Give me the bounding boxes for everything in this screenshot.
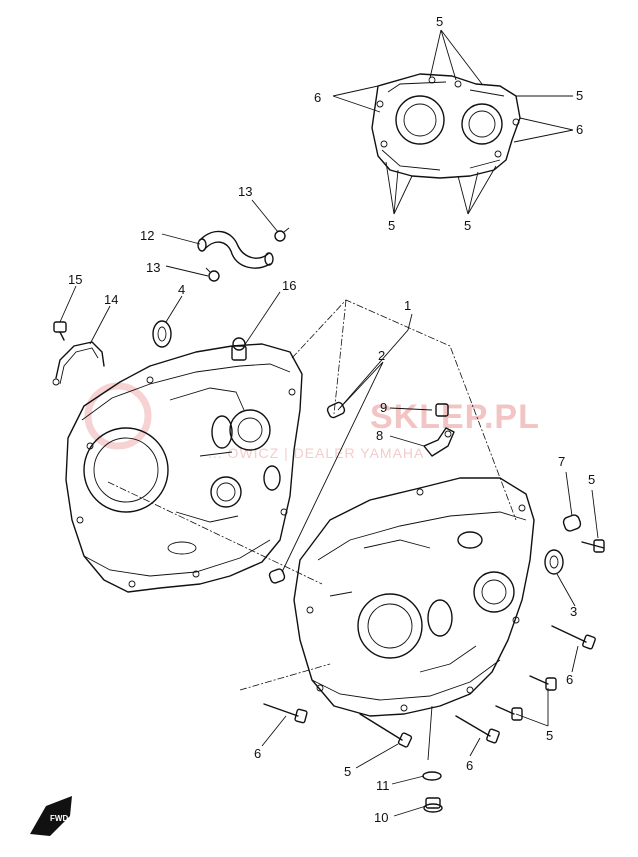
- callout-1: 1: [404, 298, 411, 313]
- hose-clamp-upper: [274, 227, 290, 242]
- alignment-lines: [107, 299, 517, 691]
- cable-guide: [52, 341, 105, 386]
- right-crankcase: [293, 477, 535, 717]
- oil-seal-upper: [152, 320, 172, 348]
- dowel-pin-lower: [268, 568, 286, 584]
- bolt-right-5a: [529, 675, 557, 691]
- callout-8: 8: [376, 428, 383, 443]
- callout-11: 11: [376, 778, 390, 793]
- fwd-label: FWD: [50, 814, 68, 823]
- callout-6-bottom-right: 6: [466, 758, 473, 773]
- callout-5-bottom: 5: [344, 764, 351, 779]
- callout-5-inset-top: 5: [436, 14, 443, 29]
- breather-hose: [197, 230, 274, 269]
- bolt-bottom-5: [359, 713, 413, 748]
- callout-5-right-lower: 5: [546, 728, 553, 743]
- inset-leaders: [332, 29, 574, 215]
- fwd-arrow: FWD: [30, 796, 72, 836]
- callout-7: 7: [558, 454, 565, 469]
- hose-clamp-lower: [205, 267, 220, 282]
- callout-6-bottom-left: 6: [254, 746, 261, 761]
- callout-14: 14: [104, 292, 118, 307]
- callout-13-upper: 13: [238, 184, 252, 199]
- callout-2: 2: [378, 348, 385, 363]
- callout-6-inset-right: 6: [576, 122, 583, 137]
- callout-16: 16: [282, 278, 296, 293]
- watermark-brand: SKLEP.PL: [370, 398, 540, 436]
- bolt-bottom-6: [455, 715, 500, 744]
- callout-5-inset-right: 5: [576, 88, 583, 103]
- callout-13-lower: 13: [146, 260, 160, 275]
- callout-5-inset-bottom-left: 5: [388, 218, 395, 233]
- watermark: SKLEP.PL ... OWICZ | DEALER YAMAHA: [84, 382, 540, 461]
- callout-10: 10: [374, 810, 388, 825]
- callout-5-right-top: 5: [588, 472, 595, 487]
- callouts: 1 2 3 4 5 5 5 5 5 5 5 6 6 6 6 6 7 8 9 10…: [68, 14, 595, 825]
- watermark-logo-ring: [84, 382, 152, 450]
- left-crankcase: [65, 337, 303, 593]
- callout-4: 4: [178, 282, 185, 297]
- dowel-pin-upper: [326, 401, 346, 419]
- callout-9: 9: [380, 400, 387, 415]
- bolt-9: [435, 403, 449, 417]
- callout-6-right: 6: [566, 672, 573, 687]
- watermark-subtitle: ... OWICZ | DEALER YAMAHA: [208, 445, 424, 461]
- callout-5-inset-bottom-right: 5: [464, 218, 471, 233]
- washer-11: [422, 771, 442, 781]
- inset-crankcase-top: [371, 73, 521, 179]
- bracket-8: [423, 427, 455, 457]
- leader-lines: [59, 199, 599, 817]
- bolt-15: [53, 321, 67, 341]
- callout-15: 15: [68, 272, 82, 287]
- bolt-left-6: [263, 703, 308, 724]
- collar-7: [562, 514, 582, 532]
- callout-6-inset-left: 6: [314, 90, 321, 105]
- callout-3: 3: [570, 604, 577, 619]
- drain-plug-10: [423, 797, 443, 813]
- oil-seal-lower: [544, 549, 564, 575]
- bolt-right-6: [551, 625, 596, 650]
- bolt-right-top: [581, 539, 605, 553]
- bolt-right-5b: [495, 705, 523, 721]
- callout-12: 12: [140, 228, 154, 243]
